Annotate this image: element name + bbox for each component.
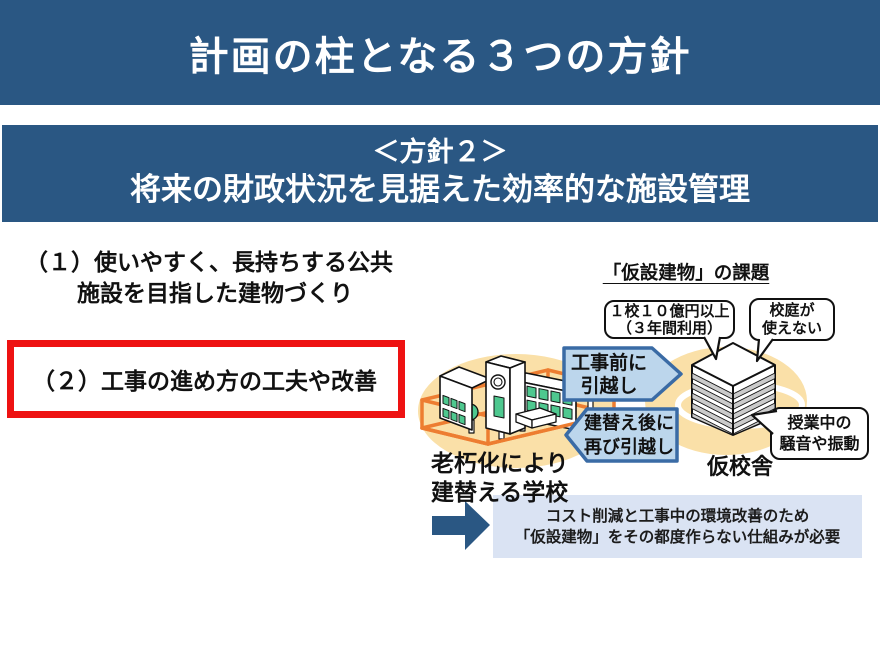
policy-item-2-label: （２）工事の進め方の工夫や改善 xyxy=(32,368,377,394)
move-before-arrow-label: 工事前に 引越し xyxy=(570,353,647,397)
policy-item-1-line2: 施設を目指した建物づくり xyxy=(77,280,353,306)
move-before-right-arrow-icon xyxy=(562,346,683,402)
policy-item-1: （１）使いやすく、長持ちする公共 施設を目指した建物づくり xyxy=(25,247,425,309)
conclusion-right-arrow-icon xyxy=(432,501,490,550)
temporary-building-illustration-icon xyxy=(645,342,807,455)
policy-banner-line1: ＜方針２＞ xyxy=(372,137,508,168)
slide-title-bar: 計画の柱となる３つの方針 xyxy=(0,0,880,105)
move-after-arrow-label: 建替え後に 再び引越し xyxy=(584,413,674,457)
slide-title: 計画の柱となる３つの方針 xyxy=(188,34,692,79)
speech-bubble-schoolyard: 校庭が 使えない xyxy=(749,298,835,341)
policy-item-1-line1: （１）使いやすく、長持ちする公共 xyxy=(25,249,393,275)
policy-item-2-highlight-box: （２）工事の進め方の工夫や改善 xyxy=(7,340,405,418)
conclusion-box: コスト削減と工事中の環境改善のため 「仮設建物」をその都度作らない仕組みが必要 xyxy=(493,495,862,558)
policy-banner: ＜方針２＞ 将来の財政状況を見据えた効率的な施設管理 xyxy=(2,125,878,222)
diagram-title: 「仮設建物」の課題 xyxy=(602,262,770,283)
speech-bubble-noise: 授業中の 騒音や振動 xyxy=(770,407,869,460)
temporary-school-label: 仮校舎 xyxy=(707,454,774,479)
policy-banner-line2: 将来の財政状況を見据えた効率的な施設管理 xyxy=(130,172,750,208)
speech-bubble-cost: １校１０億円以上 （３年間利用） xyxy=(604,300,735,339)
move-after-left-arrow-icon xyxy=(564,407,679,463)
old-school-label: 老朽化により 建替える学校 xyxy=(431,450,569,505)
